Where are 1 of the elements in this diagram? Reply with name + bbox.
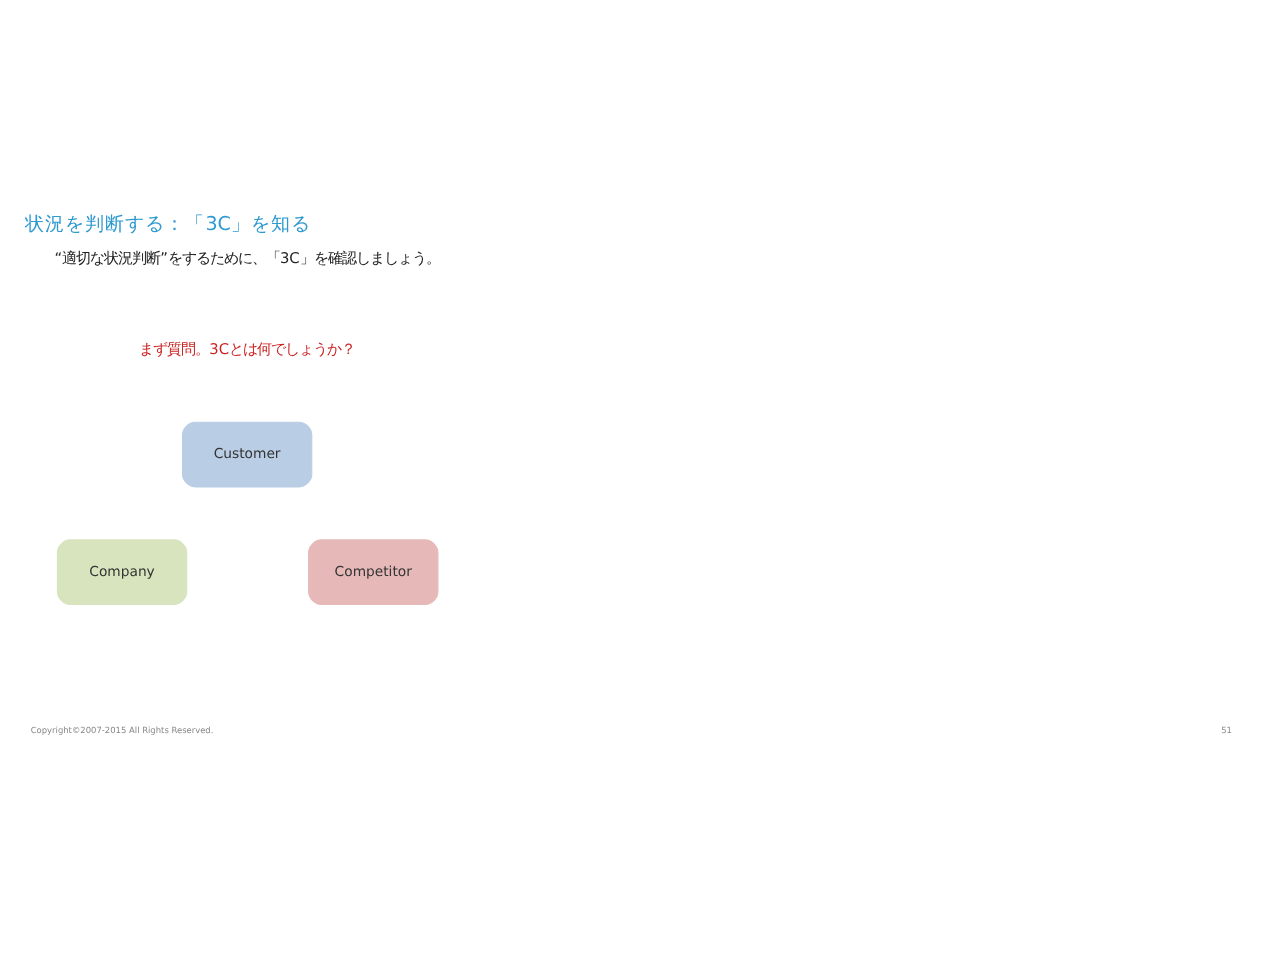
diagram-title: 状況を判断する：「3C」を知る <box>25 212 311 235</box>
